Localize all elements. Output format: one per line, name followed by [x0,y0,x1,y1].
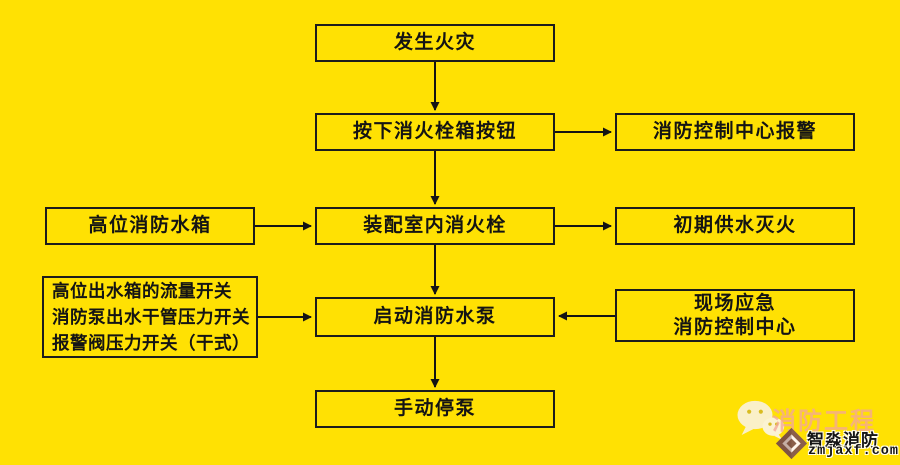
onsite-emergency-line: 消防控制中心 [673,316,797,338]
node-high-level-water-tank: 高位消防水箱 [45,207,255,245]
pump-start-signal-line: 报警阀压力开关（干式） [52,333,250,353]
node-fire-occurs: 发生火灾 [315,24,555,62]
node-start-fire-pump-label: 启动消防水泵 [373,305,497,327]
node-high-level-water-tank-label: 高位消防水箱 [88,214,212,236]
pump-start-signal-line: 消防泵出水干管压力开关 [52,307,250,327]
node-fire-occurs-label: 发生火灾 [393,31,476,53]
node-press-hydrant-button-label: 按下消火栓箱按钮 [352,120,517,142]
zhimiao-diamond-logo-icon [775,427,808,460]
node-pump-start-signals: 高位出水箱的流量开关 消防泵出水干管压力开关 报警阀压力开关（干式） [42,276,258,358]
node-manual-pump-stop: 手动停泵 [315,390,555,428]
node-start-fire-pump: 启动消防水泵 [315,297,555,337]
node-manual-pump-stop-label: 手动停泵 [393,397,476,419]
node-onsite-emergency-center: 现场应急 消防控制中心 [615,289,855,342]
node-indoor-hydrant-label: 装配室内消火栓 [363,214,507,236]
watermark-brand-name: 智淼消防 [807,431,879,450]
pump-start-signal-line: 高位出水箱的流量开关 [52,281,232,301]
wechat-icon [737,400,785,440]
node-press-hydrant-button: 按下消火栓箱按钮 [315,113,555,151]
onsite-emergency-line: 现场应急 [693,292,776,314]
node-control-center-alarm: 消防控制中心报警 [615,113,855,151]
node-indoor-hydrant: 装配室内消火栓 [315,207,555,245]
node-initial-water-supply: 初期供水灭火 [615,207,855,245]
node-initial-water-supply-label: 初期供水灭火 [673,214,797,236]
watermark-website: zmjaxf.com [808,444,900,459]
node-control-center-alarm-label: 消防控制中心报警 [652,120,817,142]
